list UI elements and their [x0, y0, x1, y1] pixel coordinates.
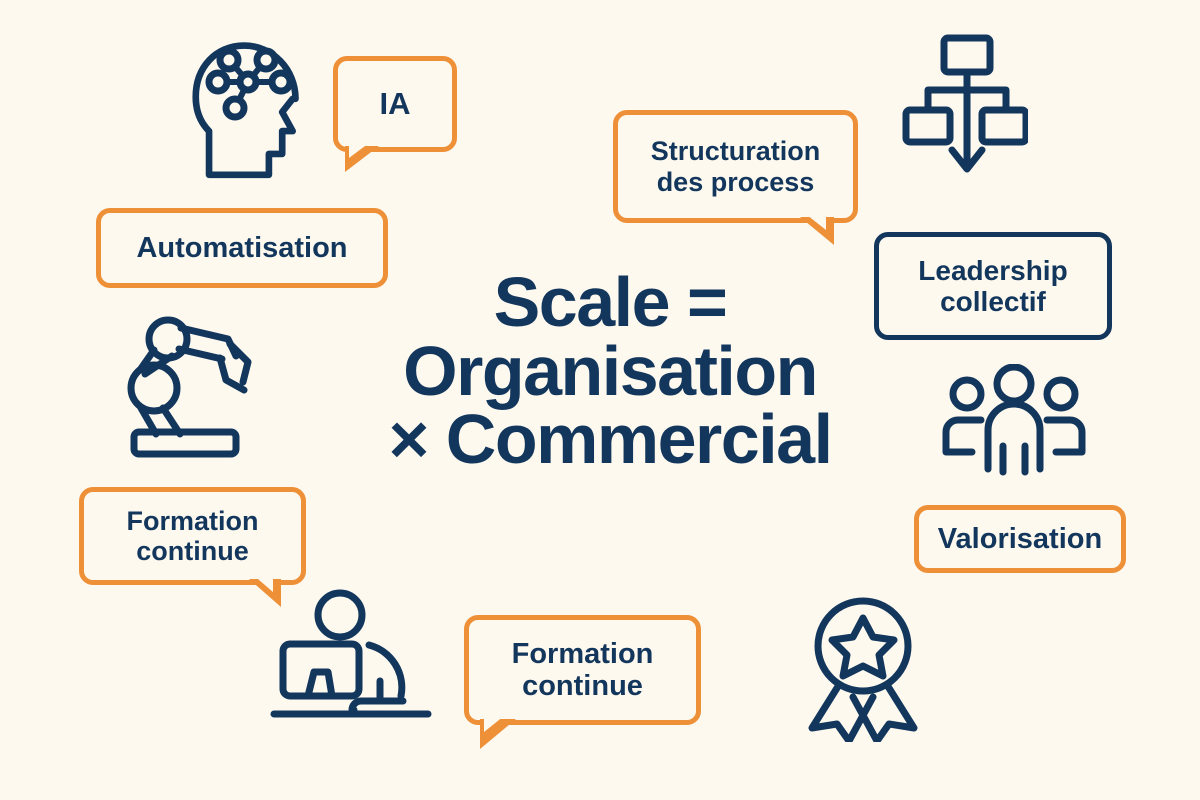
chip-formation-continue-bottom[interactable]: Formation continue — [464, 615, 701, 725]
chip-formation-left-line-1: Formation — [126, 505, 259, 536]
headline-line-2: Organisation — [403, 331, 818, 410]
robot-arm-icon — [127, 316, 252, 458]
chip-formation-bottom-line-2: continue — [522, 670, 643, 702]
headline-line-3: × Commercial — [388, 400, 833, 479]
chip-structuration-line-1: Structuration — [650, 136, 821, 167]
chip-leadership-line-2: collectif — [940, 286, 1046, 317]
org-chart-icon — [902, 34, 1028, 173]
headline-line-1: Scale = — [493, 263, 728, 341]
chip-structuration-des-process[interactable]: Structuration des process — [613, 110, 858, 223]
chip-formation-continue-left[interactable]: Formation continue — [79, 487, 306, 585]
chip-formation-bottom-line-1: Formation — [511, 637, 654, 670]
chip-automatisation[interactable]: Automatisation — [96, 208, 388, 288]
ai-head-icon — [192, 42, 299, 179]
chip-leadership-line-1: Leadership — [918, 254, 1068, 286]
chip-automatisation-label: Automatisation — [136, 231, 348, 264]
people-group-icon — [942, 364, 1086, 476]
award-ribbon-icon — [808, 597, 918, 742]
chip-structuration-line-2: des process — [656, 166, 815, 197]
chip-leadership-collectif[interactable]: Leadership collectif — [874, 232, 1112, 340]
chip-formation-left-tail-inner — [251, 573, 273, 592]
chip-formation-bottom-tail-inner — [484, 712, 509, 732]
chip-valorisation[interactable]: Valorisation — [914, 505, 1126, 573]
chip-ia-label: IA — [379, 85, 411, 121]
workstation-icon — [270, 589, 432, 718]
chip-structuration-tail-inner — [802, 211, 826, 230]
page-title: Scale = Organisation × Commercial — [330, 263, 890, 479]
chip-ia-tail-inner — [349, 140, 373, 158]
chip-valorisation-label: Valorisation — [937, 522, 1103, 555]
chip-ia[interactable]: IA — [333, 56, 457, 152]
chip-formation-left-line-2: continue — [136, 536, 249, 566]
